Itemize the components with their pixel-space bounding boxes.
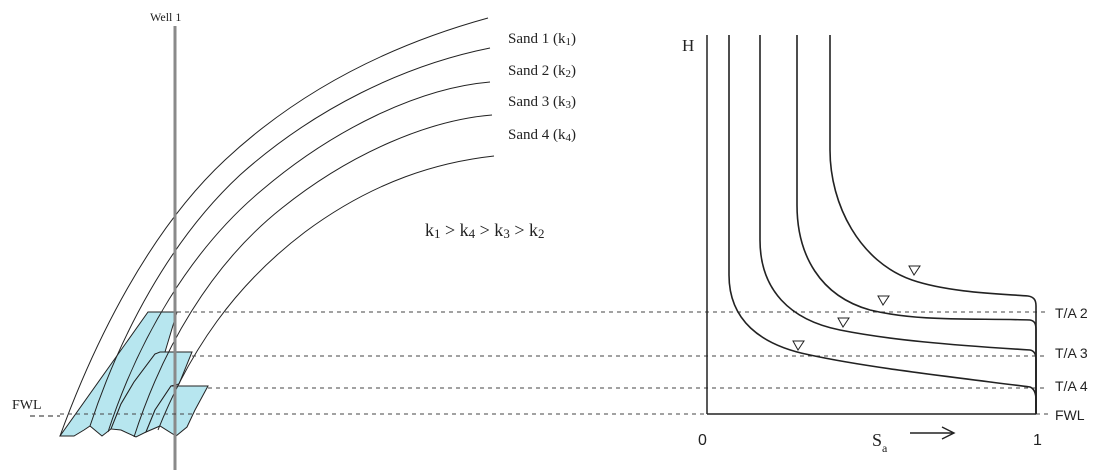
- sand-label-1: Sand 1 (k1): [508, 31, 576, 48]
- curve-sand-2: [796, 35, 1037, 414]
- curve-marker-3: [837, 317, 850, 328]
- sand-boundary-2: [89, 47, 491, 427]
- capillary-plot: H T/A 2 T/A 3 T/A 4 FWL 0 1 Sa: [682, 35, 1088, 455]
- well-label: Well 1: [150, 10, 181, 24]
- direction-arrow: [910, 426, 956, 440]
- y-axis-label: H: [682, 36, 694, 55]
- level-label-ta3: T/A 3: [1055, 345, 1088, 361]
- permeability-ordering: k1 > k4 > k3 > k2: [425, 220, 544, 241]
- x-tick-0: 0: [698, 432, 707, 449]
- sand-boundary-5: [157, 155, 495, 431]
- curve-sand-1: [829, 35, 1037, 414]
- sand-label-4: Sand 4 (k4): [508, 127, 576, 144]
- curve-marker-4: [792, 340, 805, 351]
- level-label-fwl: FWL: [1055, 407, 1085, 423]
- fwl-label-left: FWL: [12, 398, 42, 413]
- curve-marker-1: [908, 265, 921, 276]
- curve-sand-4: [728, 35, 1037, 414]
- sand-boundary-1: [59, 17, 489, 437]
- curve-marker-2: [877, 295, 890, 306]
- x-axis-label: Sa: [872, 430, 888, 455]
- reservoir-cross-section: Well 1 Sand 1 (k1) Sand 2 (k2) Sand 3 (k…: [12, 10, 576, 470]
- sand-boundary-3: [107, 81, 491, 433]
- sand-label-2: Sand 2 (k2): [508, 63, 576, 80]
- sand-boundary-4: [133, 114, 493, 438]
- water-zone-sand-4: [145, 385, 209, 437]
- level-label-ta4: T/A 4: [1055, 378, 1088, 394]
- x-tick-1: 1: [1033, 432, 1042, 449]
- sand-label-3: Sand 3 (k3): [508, 94, 576, 111]
- level-lines: [60, 311, 1048, 415]
- level-label-ta2: T/A 2: [1055, 305, 1088, 321]
- curve-sand-3: [759, 35, 1037, 414]
